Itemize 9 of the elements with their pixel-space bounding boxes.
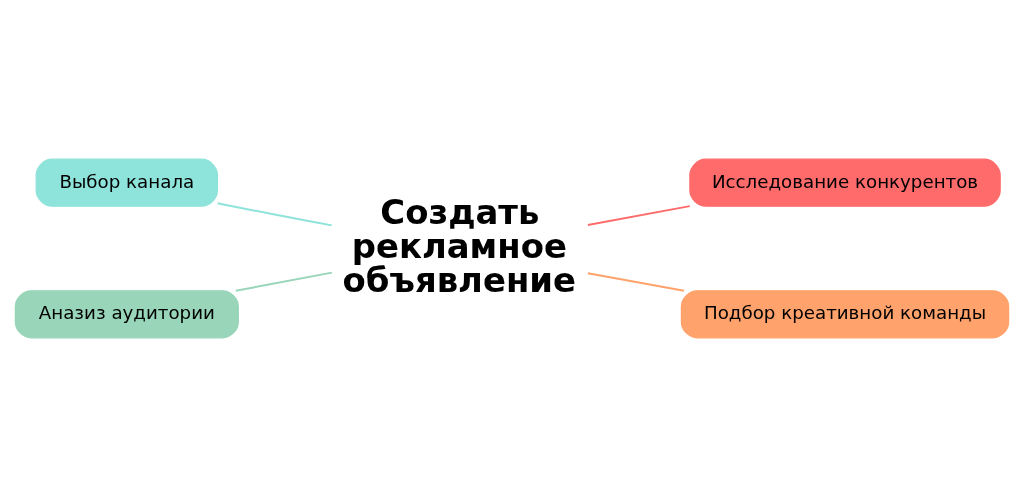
node-text: Создать рекламное объявление [342, 192, 577, 300]
connector [586, 271, 685, 292]
node-box: Выбор канала [35, 158, 219, 207]
node-box: Исследование конкурентов [689, 158, 1001, 207]
connector [234, 271, 333, 292]
connector [586, 204, 691, 226]
node-box: Аназиз аудитории [14, 289, 239, 338]
connector [216, 201, 333, 226]
node-box: Подбор креативной команды [680, 289, 1010, 338]
